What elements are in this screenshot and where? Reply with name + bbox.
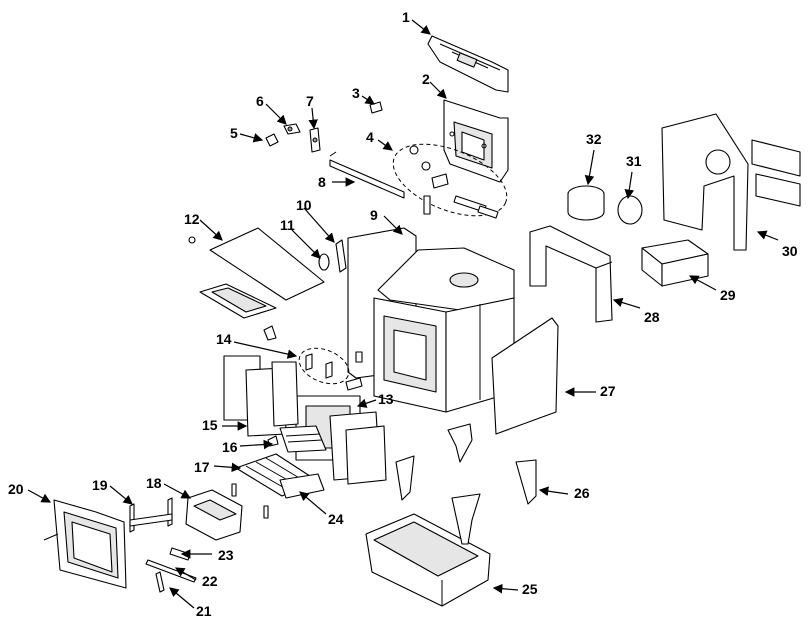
callout-1: 1: [402, 9, 410, 25]
callout-7: 7: [306, 93, 314, 109]
part-6-hinge: [283, 123, 301, 135]
part-24-ash-lip: [279, 473, 325, 499]
part-1-baffle-top: [427, 35, 509, 93]
callout-8: 8: [318, 174, 326, 190]
callout-19: 19: [92, 477, 108, 493]
callout-16: 16: [222, 439, 238, 455]
part-9-stove-body: [347, 227, 515, 413]
part-15-firebrick-left: [223, 355, 299, 437]
callout-23: 23: [218, 547, 234, 563]
callout-22: 22: [202, 573, 218, 589]
callout-20: 20: [8, 481, 24, 497]
part-22-latch-rod: [145, 559, 197, 583]
callout-6: 6: [256, 93, 264, 109]
part-28-rear-shield: [529, 225, 613, 323]
callout-2: 2: [422, 71, 430, 87]
callout-3: 3: [352, 85, 360, 101]
part-10-handle: [335, 239, 347, 273]
part-25-pedestal-base: [365, 513, 491, 607]
callout-14: 14: [216, 331, 232, 347]
callout-30: 30: [782, 243, 798, 259]
callout-27: 27: [600, 383, 616, 399]
callout-25: 25: [522, 581, 538, 597]
part-2-rear-panel: [443, 99, 509, 183]
callout-9: 9: [370, 207, 378, 223]
callout-13: 13: [378, 391, 394, 407]
part-4-bracket-set: [392, 143, 508, 219]
part-31-cap: [617, 195, 643, 225]
callout-31: 31: [626, 153, 642, 169]
part-ash-drawer-fasteners: [231, 483, 269, 519]
callout-15: 15: [202, 417, 218, 433]
part-26-legs: [395, 423, 537, 545]
callout-18: 18: [146, 475, 162, 491]
callout-29: 29: [720, 287, 736, 303]
part-11-spring: [318, 253, 330, 271]
callout-26: 26: [574, 485, 590, 501]
part-21-latch-pin: [155, 571, 165, 593]
part-18-ash-drawer: [185, 489, 243, 541]
part-32-flue-collar: [567, 185, 605, 221]
callout-11: 11: [280, 217, 295, 233]
callout-5: 5: [230, 125, 238, 141]
part-27-side-shield: [491, 317, 559, 435]
callout-12: 12: [184, 211, 200, 227]
part-12-top-plate: [188, 227, 325, 319]
callout-21: 21: [196, 603, 212, 619]
callout-4: 4: [366, 129, 374, 145]
part-19-door-hinges: [129, 497, 173, 533]
callout-17: 17: [194, 459, 210, 475]
callout-28: 28: [644, 309, 660, 325]
part-7-latch: [309, 127, 321, 153]
callout-24: 24: [328, 511, 344, 527]
part-3-clip: [369, 101, 383, 114]
part-14-clip-set: [263, 325, 363, 391]
part-29-tray: [641, 239, 709, 287]
part-20-door: [43, 499, 127, 589]
part-5-knob: [265, 133, 279, 147]
callout-10: 10: [296, 197, 312, 213]
part-30-convection-shroud: [661, 113, 801, 251]
part-8-rod: [329, 151, 431, 215]
callout-32: 32: [586, 131, 602, 147]
